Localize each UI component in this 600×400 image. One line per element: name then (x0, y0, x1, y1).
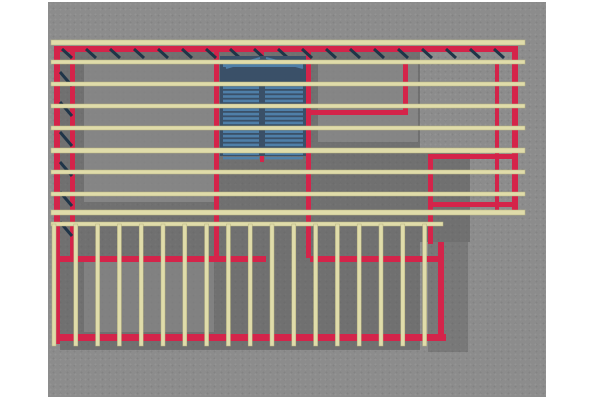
brace (300, 47, 314, 60)
frame-right-lower (438, 242, 444, 340)
timber-stud (204, 223, 209, 347)
brace (348, 47, 362, 60)
brace (324, 47, 338, 60)
stair-tread-left (223, 139, 259, 142)
brace (204, 47, 218, 60)
timber-purlin (50, 39, 526, 46)
timber-stud (269, 223, 275, 347)
timber-stud (378, 223, 384, 347)
stair-tread-left (223, 108, 259, 111)
floor-patch (84, 262, 214, 332)
stair-tread-left (223, 86, 259, 89)
timber-purlin (50, 147, 526, 154)
brace (58, 131, 74, 147)
brace (108, 47, 122, 60)
frame-right-inner (495, 62, 499, 212)
brace (420, 47, 434, 60)
frame-annex-left (428, 154, 433, 244)
stair-tread-right (265, 90, 303, 94)
stair-tread-right (265, 143, 303, 147)
timber-purlin (50, 209, 526, 216)
timber-purlin (50, 81, 526, 87)
timber-stud (247, 223, 253, 347)
timber-stud (51, 223, 57, 347)
stair-tread-left (223, 117, 259, 120)
brace (396, 47, 410, 60)
stair-tread-left (223, 90, 259, 94)
stair-tread-left (223, 99, 259, 103)
timber-stud (182, 223, 188, 347)
frame-annex-top (428, 154, 518, 159)
brace (156, 47, 170, 60)
shadow-right (420, 152, 470, 242)
stair-tread-right (265, 112, 303, 116)
stair-tread-right (265, 134, 303, 138)
timber-purlin (50, 191, 526, 197)
structure-drawing (50, 39, 526, 352)
timber-members (50, 39, 526, 347)
stair-tread-right (265, 130, 303, 133)
stair-tread-right (265, 156, 303, 160)
stair-tread-left (223, 152, 259, 155)
timber-stud (291, 223, 297, 347)
brace (180, 47, 194, 60)
timber-purlin (50, 103, 526, 109)
brace (492, 47, 506, 60)
stair-tread-right (265, 108, 303, 111)
frame-right-room-col (403, 62, 408, 114)
brace (60, 47, 74, 60)
frame-right-room-beam (306, 110, 408, 115)
stair-tread-right (265, 95, 303, 98)
stair-tread-left (223, 121, 259, 125)
brace (444, 47, 458, 60)
stair-landing (223, 64, 303, 67)
stair-tread-left (223, 134, 259, 138)
frame-mid-beam-right (310, 256, 442, 262)
stair-tread-left (223, 95, 259, 98)
timber-stud (313, 223, 318, 347)
stair-tread-right (265, 86, 303, 89)
frame-mid-beam-left (54, 256, 266, 262)
timber-stud (335, 223, 340, 347)
render-canvas (48, 2, 546, 397)
timber-stud (226, 223, 231, 347)
timber-stud (117, 223, 122, 347)
frame-annex-bottom (433, 202, 518, 207)
brace (84, 47, 98, 60)
brace (132, 47, 146, 60)
timber-stud (95, 223, 100, 347)
brace (468, 47, 482, 60)
timber-stud (160, 223, 166, 347)
stair-tread-left (223, 156, 259, 160)
stair-tread-right (265, 121, 303, 125)
timber-stud-cap (50, 221, 444, 227)
stair-tread-right (265, 152, 303, 155)
timber-stud (422, 223, 427, 347)
timber-purlin (50, 125, 526, 131)
stair-tread-left (223, 143, 259, 147)
stair-tread-left (223, 130, 259, 133)
timber-purlin (50, 169, 526, 175)
stair-tread-right (265, 139, 303, 142)
timber-stud (400, 223, 406, 347)
frame-top-beam (54, 46, 518, 52)
brace (372, 47, 386, 60)
timber-stud (356, 223, 362, 347)
stair-tread-left (223, 112, 259, 116)
stair-tread-right (265, 117, 303, 120)
stair-tread-right (265, 99, 303, 103)
timber-stud (138, 223, 144, 347)
timber-stud (73, 223, 79, 347)
timber-purlin (50, 59, 526, 65)
